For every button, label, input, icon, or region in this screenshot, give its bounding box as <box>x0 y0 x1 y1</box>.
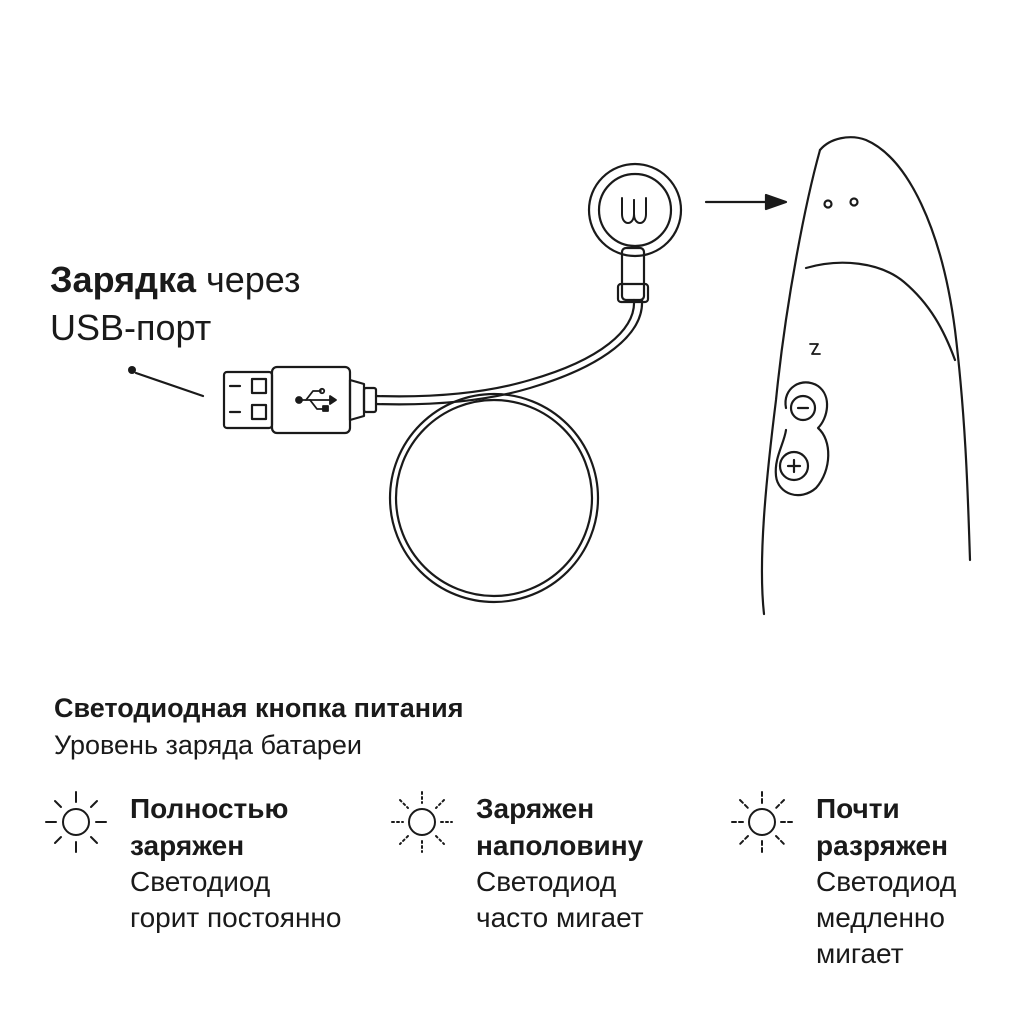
sun-dotted-rays-icon <box>391 791 453 853</box>
label-pointer <box>128 366 205 398</box>
sun-solid-rays-icon <box>45 791 107 853</box>
state-desc-line2: часто мигает <box>476 902 644 933</box>
state-title-line1: Заряжен <box>476 793 595 824</box>
state-desc-line2: горит постоянно <box>130 902 342 933</box>
state-desc-line1: Светодиод <box>476 866 617 897</box>
vibration-wave-icon <box>809 343 821 355</box>
usb-icon <box>295 387 337 412</box>
charging-title-bold: Зарядка <box>50 259 196 300</box>
magnetic-charger-head <box>587 162 683 304</box>
minus-button <box>789 394 817 422</box>
state-desc-line1: Светодиод <box>816 866 957 897</box>
state-title-line2: наполовину <box>476 830 644 861</box>
sun-dashed-rays-icon <box>731 791 793 853</box>
arrow-right-icon <box>704 193 788 211</box>
brand-logo-icon <box>621 197 647 224</box>
charging-title: Зарядка через USB-порт <box>50 256 301 352</box>
state-title-line2: разряжен <box>816 830 948 861</box>
control-buttons <box>774 381 830 497</box>
usb-cable <box>374 298 644 604</box>
state-title-line2: заряжен <box>130 830 245 861</box>
charging-title-line2: USB-порт <box>50 307 212 348</box>
usb-plug <box>222 365 378 435</box>
led-subheading: Уровень заряда батареи <box>54 730 362 760</box>
state-title-line1: Полностью <box>130 793 289 824</box>
state-title-line1: Почти <box>816 793 900 824</box>
charging-title-rest: через <box>196 259 301 300</box>
led-state-text: Почти разряжен Светодиод медленно мигает <box>816 790 1016 972</box>
led-state-text: Полностью заряжен Светодиод горит постоя… <box>130 790 400 936</box>
led-state-text: Заряжен наполовину Светодиод часто мигае… <box>476 790 746 936</box>
charging-illustration <box>128 136 972 616</box>
state-desc-line2: медленно <box>816 902 945 933</box>
state-desc-line1: Светодиод <box>130 866 271 897</box>
plus-button <box>778 450 810 482</box>
device <box>760 136 972 616</box>
led-heading: Светодиодная кнопка питания <box>54 693 464 723</box>
state-desc-line3: мигает <box>816 938 904 969</box>
